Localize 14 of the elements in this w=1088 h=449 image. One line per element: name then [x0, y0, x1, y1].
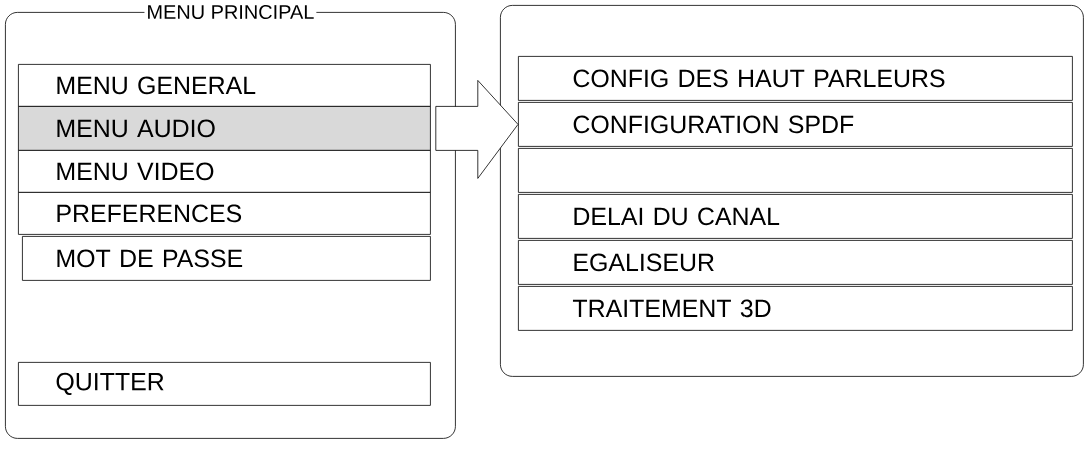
menu-panel [500, 5, 1084, 377]
menu-item: EGALISEUR [518, 240, 1073, 285]
block-arrow [435, 80, 519, 179]
menu-item: CONFIGURATION SPDF [518, 102, 1073, 147]
menu-item: MENU GENERAL [18, 64, 431, 107]
menu-item [518, 148, 1073, 193]
menu-item: MENU VIDEO [18, 150, 431, 193]
menu-item: CONFIG DES HAUT PARLEURS [518, 56, 1073, 101]
menu-item: MOT DE PASSE [22, 236, 431, 281]
menu-item: PREFERENCES [18, 192, 431, 235]
menu-item: DELAI DU CANAL [518, 194, 1073, 239]
menu-item: QUITTER [18, 362, 431, 406]
highlighted-menu-item: MENU AUDIO [18, 106, 431, 151]
menu-item: TRAITEMENT 3D [518, 286, 1073, 331]
